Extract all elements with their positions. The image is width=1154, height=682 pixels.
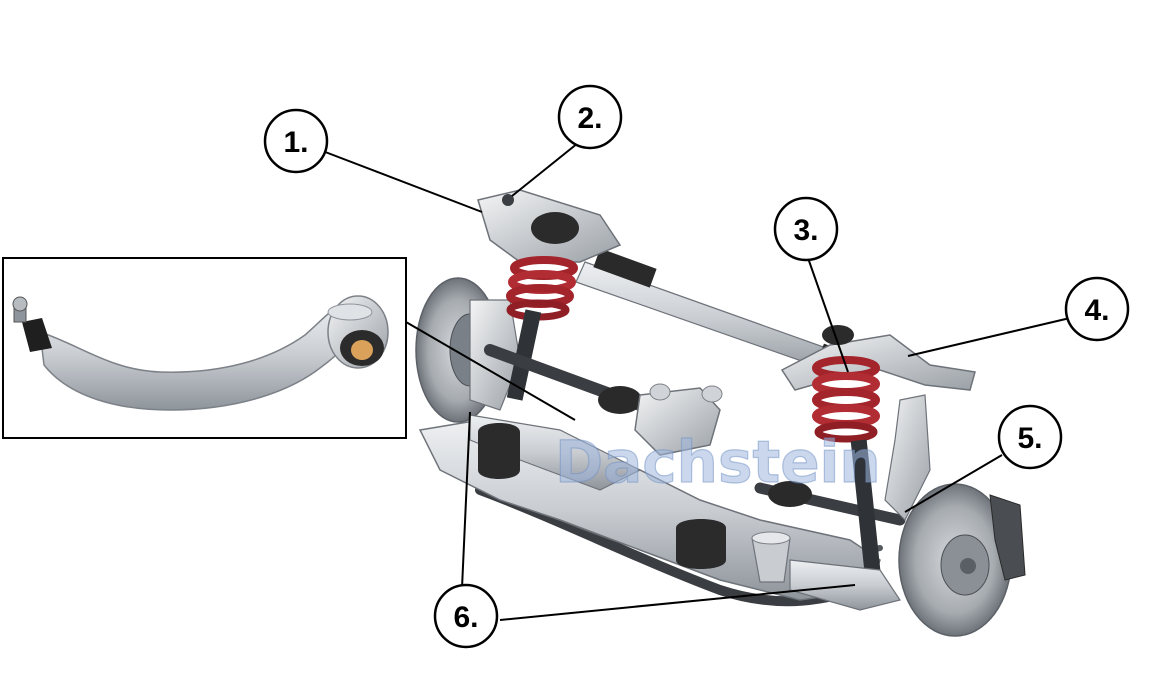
leader-line-6a	[461, 411, 471, 589]
inset-panel	[2, 257, 407, 439]
right-shock-absorber	[850, 439, 882, 581]
left-shock-absorber	[506, 309, 542, 401]
callout-5: 5.	[997, 404, 1063, 470]
differential	[634, 387, 721, 456]
right-knuckle	[884, 394, 931, 522]
left-cv-boot	[598, 386, 642, 414]
callout-label-1: 1.	[283, 126, 308, 159]
left-top-mount-bolt	[502, 194, 514, 206]
inset-bushing-sleeve	[327, 303, 373, 321]
leader-line-2	[511, 142, 579, 197]
callout-label-3: 3.	[793, 214, 818, 247]
subframe-mount-right-top	[751, 531, 791, 545]
right-brake-caliper	[989, 494, 1026, 581]
callout-label-5: 5.	[1017, 422, 1042, 455]
leader-line-4	[907, 317, 1071, 357]
left-coil-spring	[506, 256, 578, 321]
subframe-mount-left	[478, 423, 520, 479]
callout-label-6: 6.	[453, 601, 478, 634]
callout-1: 1.	[263, 108, 329, 174]
leader-lines	[319, 142, 1071, 621]
callout-label-4: 4.	[1084, 294, 1109, 327]
left-strut-top-bearing	[531, 212, 579, 244]
diff-mount-left	[649, 383, 671, 401]
right-hub-center	[960, 558, 976, 574]
watermark: Dachstein	[555, 428, 881, 496]
diff-mount-right	[701, 385, 723, 403]
callout-6: 6.	[433, 583, 499, 649]
leader-line-1	[319, 149, 483, 213]
leader-line-5	[904, 454, 1003, 513]
leader-line-6b	[499, 584, 856, 621]
callout-2: 2.	[557, 84, 623, 150]
leader-line-inset	[405, 321, 576, 421]
subframe-mount-center	[676, 519, 726, 569]
callout-label-2: 2.	[577, 102, 602, 135]
right-cv-boot	[768, 481, 812, 507]
steering-rack-boot-left	[593, 248, 657, 288]
inset-ball-joint-boot	[22, 318, 52, 352]
suspension-assembly: Dachstein	[415, 189, 1026, 637]
inset-bushing-core	[351, 340, 373, 360]
leader-line-3	[807, 257, 849, 373]
inset-ball-joint-nut	[12, 296, 28, 312]
right-strut-top-bearing	[822, 325, 854, 345]
callout-3: 3.	[773, 196, 839, 262]
right-coil-spring	[812, 356, 880, 443]
callout-4: 4.	[1064, 276, 1130, 342]
